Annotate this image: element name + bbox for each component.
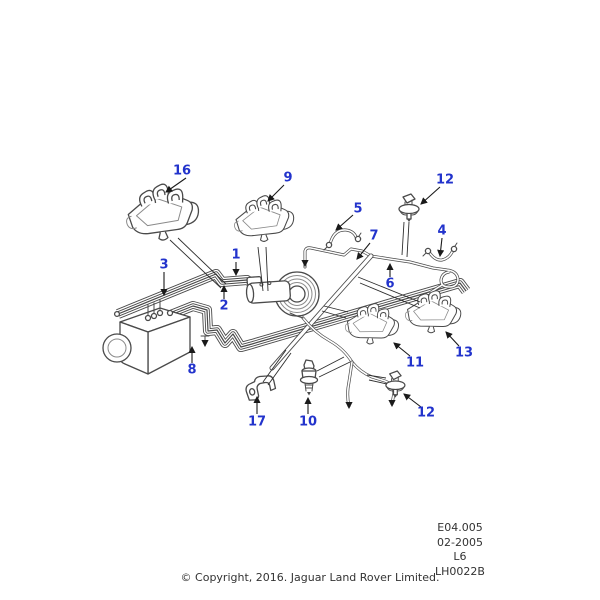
callout-10[interactable]: 10 — [298, 414, 318, 430]
brake-booster-drawing — [245, 271, 320, 319]
callout-4[interactable]: 4 — [437, 223, 447, 239]
leader-12-bottom — [403, 393, 422, 408]
callout-16[interactable]: 16 — [172, 163, 192, 179]
leader-lines — [160, 177, 460, 414]
copyright-notice: © Copyright, 2016. Jaguar Land Rover Lim… — [180, 571, 440, 584]
stud-bolt — [200, 335, 210, 348]
callout-17[interactable]: 17 — [247, 414, 267, 430]
drawing-info-block: E04.005 02-2005 L6 LH0022B — [412, 521, 508, 579]
callout-12-top[interactable]: 12 — [435, 172, 455, 188]
leader-11 — [393, 342, 411, 357]
push-pin-clip-top-drawing — [398, 193, 420, 223]
mount-lines — [169, 221, 421, 386]
master-cylinder-drawing — [245, 276, 291, 304]
callout-9[interactable]: 9 — [283, 170, 293, 186]
callout-2[interactable]: 2 — [219, 298, 229, 314]
info-line-date: 02-2005 — [437, 535, 483, 549]
clip-bracket-9-drawing — [231, 192, 296, 244]
leader-7 — [356, 242, 371, 260]
saddle-clip-17-drawing — [245, 375, 277, 401]
callout-6[interactable]: 6 — [385, 276, 395, 292]
push-pin-clip-bottom-drawing — [385, 370, 406, 399]
pressure-switch-10-drawing — [299, 359, 319, 396]
hose-5-drawing — [323, 228, 362, 251]
leader-5 — [335, 214, 354, 231]
leader-16 — [165, 177, 187, 193]
callout-3[interactable]: 3 — [159, 257, 169, 273]
callout-13[interactable]: 13 — [454, 345, 474, 361]
leader-9 — [267, 184, 285, 202]
callout-8[interactable]: 8 — [187, 362, 197, 378]
info-line-variant: L6 — [453, 550, 467, 563]
hose-4-drawing — [422, 242, 458, 262]
callout-11[interactable]: 11 — [405, 355, 425, 371]
pipe-front-branch — [301, 316, 396, 410]
abs-module-drawing — [102, 299, 191, 375]
info-line-figure-code: E04.005 — [437, 521, 483, 534]
callout-1[interactable]: 1 — [231, 247, 241, 263]
callout-12-bottom[interactable]: 12 — [416, 405, 436, 421]
pipe-bundle-upper — [115, 274, 266, 316]
leader-12-top — [420, 186, 441, 205]
callout-7[interactable]: 7 — [369, 228, 379, 244]
clip-bracket-16-drawing — [122, 179, 202, 245]
info-line-sheet-code: LH0022B — [435, 564, 485, 578]
pipe-7-and-6 — [301, 246, 460, 294]
leader-4 — [437, 237, 445, 258]
callout-5[interactable]: 5 — [353, 201, 363, 217]
leader-13 — [445, 331, 460, 347]
